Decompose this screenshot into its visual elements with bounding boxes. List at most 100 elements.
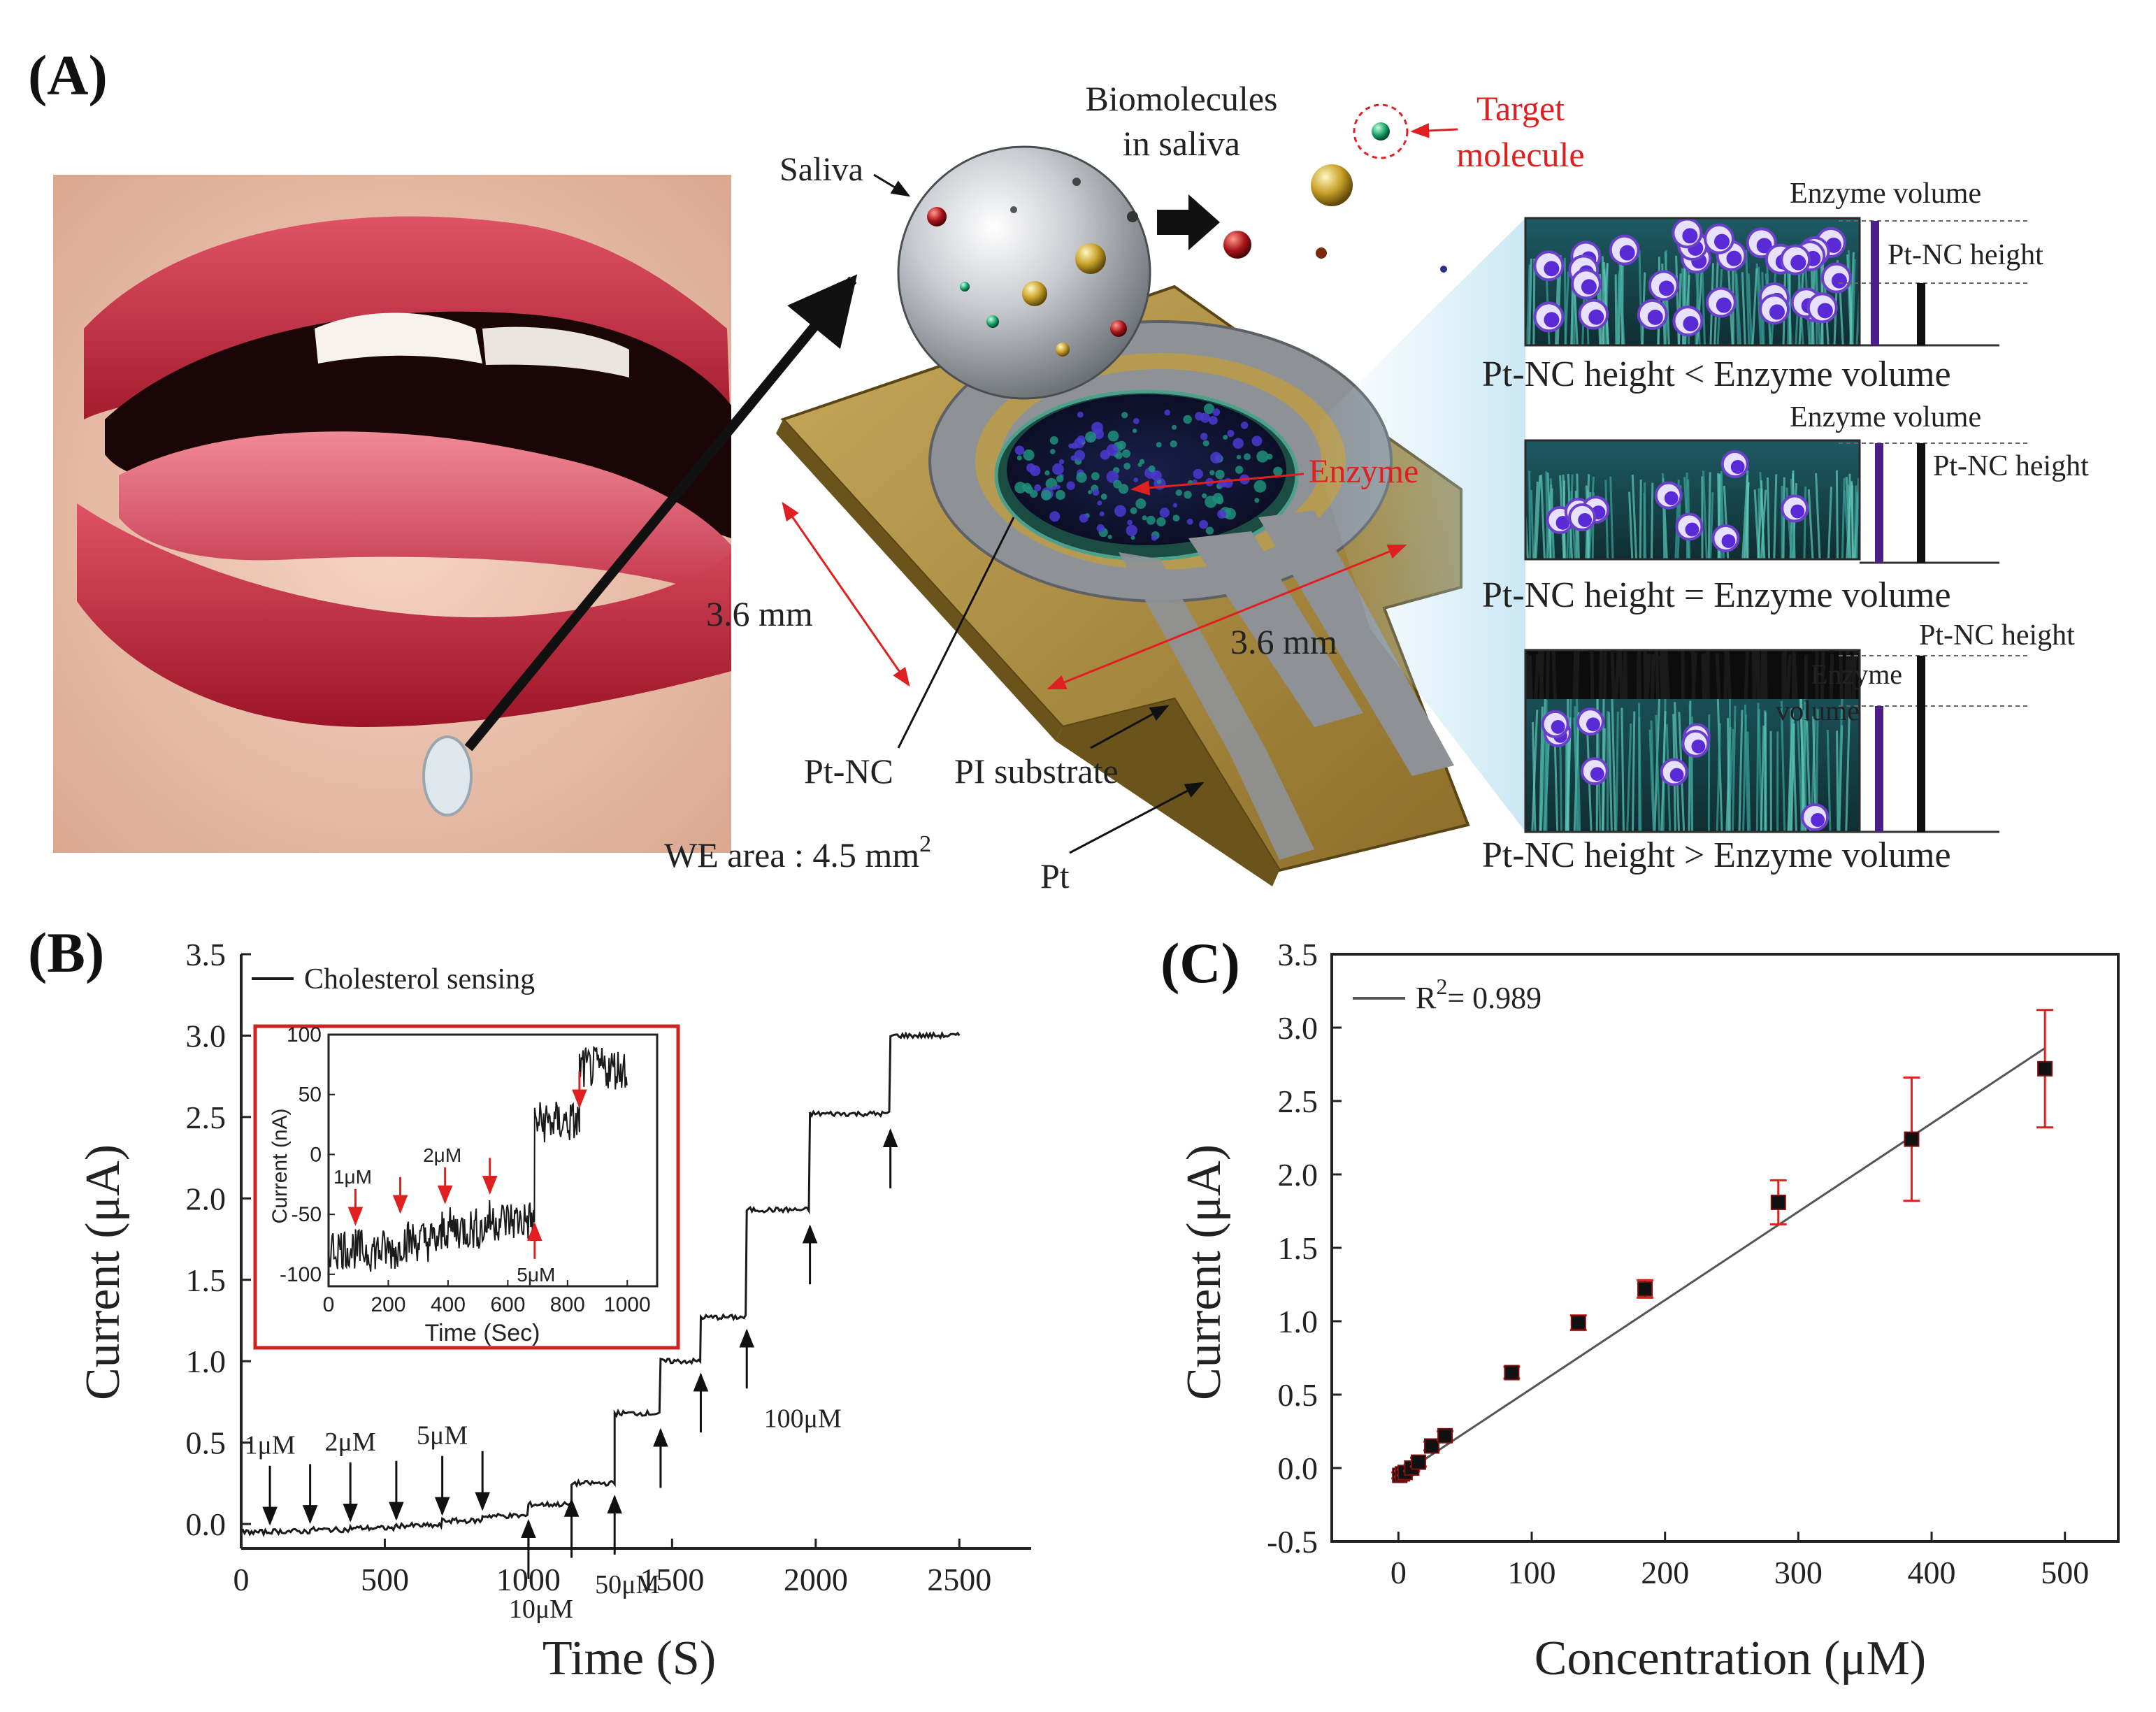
enzyme-volume-label-3a: Enzyme — [1811, 659, 1902, 690]
enzyme-dot — [1227, 429, 1235, 438]
pt-nanocolumn — [1746, 482, 1750, 559]
enzyme-dot — [1133, 477, 1139, 482]
pt-nc-spike — [1664, 651, 1671, 700]
chart-b-y-tick-label: 3.0 — [186, 1018, 227, 1053]
enzyme-dot — [1184, 490, 1192, 499]
enzyme-dot — [1164, 410, 1170, 416]
pt-nanocolumn — [1532, 259, 1536, 345]
pt-nanocolumn — [1790, 724, 1795, 832]
enzyme-dot — [1175, 489, 1182, 496]
chart-c-data-point — [1637, 1281, 1653, 1297]
pt-nc-height-label-2: Pt-NC height — [1933, 450, 2089, 482]
pt-nanocolumn — [1528, 258, 1532, 345]
enzyme-dot — [1049, 511, 1061, 522]
chart-c-y-tick-label: 2.5 — [1278, 1084, 1318, 1119]
enzyme-dot — [1183, 415, 1192, 424]
pt-nanocolumn — [1782, 477, 1785, 559]
enzyme-dot — [1133, 417, 1140, 424]
pt-nanocolumn — [1773, 474, 1778, 559]
enzyme-dot — [1055, 490, 1065, 501]
enzyme-dot — [1148, 465, 1156, 473]
enzyme-dot — [1235, 466, 1244, 474]
inset-x-tick-label: 1000 — [604, 1293, 651, 1316]
chart-b-y-tick-label: 2.0 — [186, 1181, 227, 1216]
pt-nanocolumn — [1535, 475, 1541, 559]
pt-nanocolumn — [1807, 489, 1814, 559]
enzyme-dot — [1118, 484, 1129, 494]
enzyme-dot — [1121, 412, 1128, 419]
enzyme-dot — [1058, 459, 1065, 465]
enzyme-dot — [1123, 462, 1131, 470]
pt-label: Pt — [1040, 856, 1070, 895]
pt-nc-spike — [1850, 655, 1857, 700]
chart-b-y-tick-label: 2.5 — [186, 1100, 227, 1135]
pt-nc-spike — [1791, 654, 1796, 700]
enzyme-dot — [1106, 444, 1119, 456]
enzyme-dot — [1156, 517, 1166, 527]
pt-nanocolumn — [1716, 723, 1722, 832]
pt-nanocolumn — [1650, 720, 1655, 832]
pt-nanocolumn — [1615, 712, 1619, 832]
chart-c-data-point — [1424, 1438, 1440, 1454]
chart-b-series — [240, 1030, 961, 1538]
pt-nanocolumn — [1760, 725, 1765, 832]
pt-nc-spike — [1525, 653, 1530, 700]
enzyme-dot — [1135, 498, 1147, 509]
pt-nanocolumn — [1709, 492, 1714, 559]
pt-nanocolumn — [1747, 273, 1753, 345]
enzyme-dot — [1091, 472, 1100, 481]
height-volume-indicators — [1839, 220, 2027, 833]
pt-pointer — [1069, 782, 1205, 854]
chart-b-y-tick-label: 3.5 — [186, 937, 227, 972]
pt-nanocolumn — [1530, 489, 1535, 559]
pt-nanocolumn — [1826, 730, 1832, 832]
enzyme-dot — [1223, 434, 1228, 440]
pt-nanocolumn — [1746, 731, 1751, 832]
enzyme-dot — [1014, 482, 1026, 494]
pt-nc-spike — [1614, 650, 1620, 700]
enzyme-dot — [1085, 431, 1097, 443]
enzyme-dot — [1114, 505, 1126, 517]
chart-c-x-tick-label: 400 — [1908, 1555, 1956, 1590]
pt-nc-spike — [1715, 653, 1721, 700]
pt-nc-spike — [1763, 650, 1768, 700]
chart-c-y-tick-label: 2.0 — [1278, 1157, 1318, 1193]
enzyme-core — [1581, 279, 1597, 295]
pt-nc-spike — [1572, 650, 1578, 700]
pt-nanocolumn — [1755, 703, 1760, 832]
enzyme-dot — [1256, 450, 1269, 463]
chart-c-ylabel: Current (μA) — [1177, 1144, 1231, 1400]
enzyme-dot — [1199, 519, 1209, 529]
pt-nanocolumn — [1751, 268, 1758, 345]
enzyme-dot — [1170, 440, 1177, 448]
pt-nanocolumn — [1525, 264, 1531, 345]
chart-b-marker-label: 1μM — [245, 1431, 296, 1460]
enzyme-dot — [1068, 443, 1074, 449]
enzyme-dot — [1151, 470, 1162, 481]
chart-b-x-tick-label: 0 — [233, 1562, 250, 1597]
enzyme-core — [1682, 228, 1698, 244]
drop-to-sphere-arrow — [464, 274, 858, 751]
enzyme-core — [1825, 237, 1841, 253]
enzyme-dot — [1056, 475, 1064, 483]
chart-c-x-tick-label: 0 — [1390, 1555, 1407, 1590]
enzyme-particles — [1014, 403, 1283, 541]
inset-x-tick-label: 0 — [323, 1293, 335, 1316]
saliva-label: Saliva — [779, 151, 863, 188]
enzyme-dot — [1023, 449, 1035, 461]
enzyme-dot — [1151, 534, 1158, 541]
pt-nc-spike — [1574, 650, 1580, 700]
enzyme-volume-label-3b: volume — [1776, 695, 1860, 726]
enzyme-dot — [1208, 415, 1218, 425]
enzyme-dot — [1209, 470, 1215, 475]
pt-nanocolumn — [1604, 480, 1609, 559]
enzyme-dot — [1266, 453, 1273, 460]
enzyme-dot — [1092, 489, 1100, 496]
pt-nc-spike — [1618, 650, 1624, 700]
enzyme-dot — [1074, 449, 1086, 461]
chart-b-current-trace — [240, 1030, 961, 1538]
chart-c-y-tick-label: 3.0 — [1278, 1010, 1318, 1046]
biomolecules-label-2: in saliva — [1123, 124, 1240, 163]
